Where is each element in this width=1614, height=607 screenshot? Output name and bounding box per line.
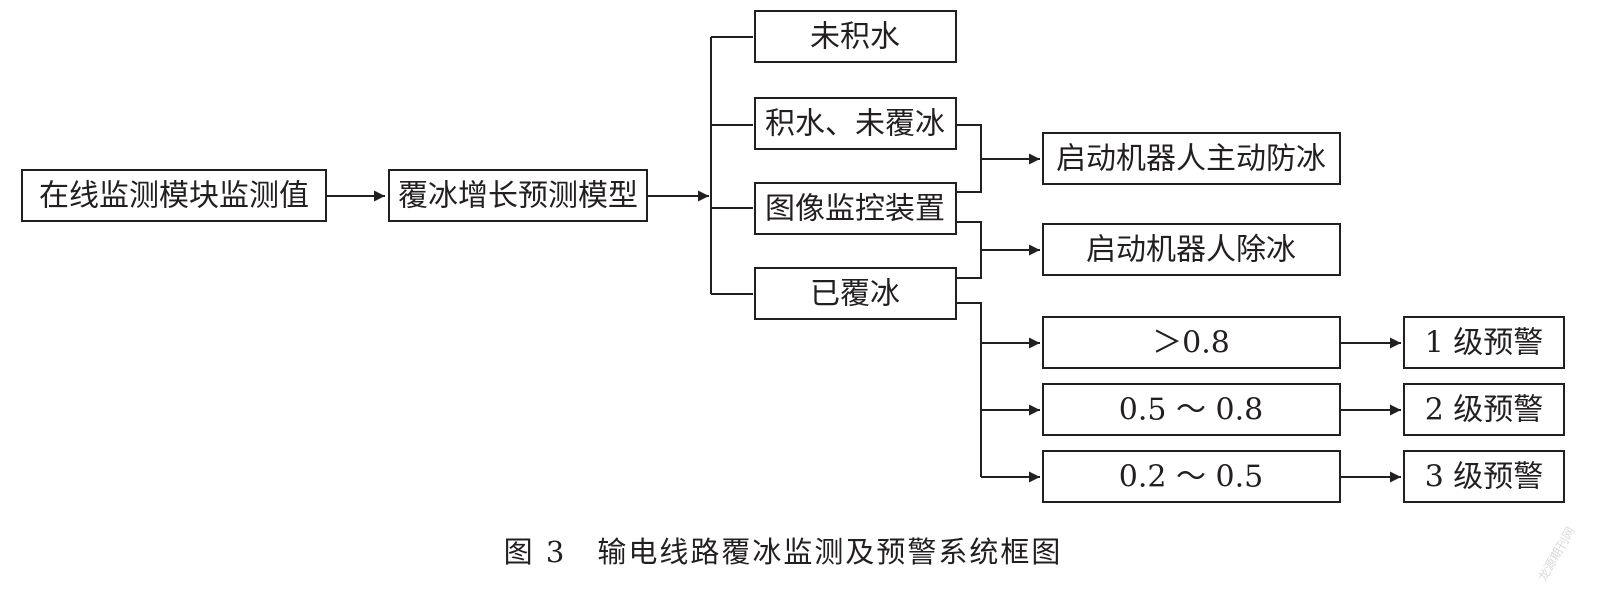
node-source-label: 在线监测模块监测值 <box>39 179 309 214</box>
node-image-monitor-label: 图像监控装置 <box>765 192 945 227</box>
node-model-label: 覆冰增长预测模型 <box>398 179 638 214</box>
node-range-mid-label: 0.5 ～ 0.8 <box>1119 393 1264 428</box>
node-water-no-ice: 积水、未覆冰 <box>754 97 957 150</box>
node-no-water: 未积水 <box>754 10 957 63</box>
node-model: 覆冰增长预测模型 <box>388 169 648 222</box>
node-robot-deice: 启动机器人除冰 <box>1042 223 1341 276</box>
node-range-high: ＞0.8 <box>1042 316 1341 369</box>
node-image-monitor: 图像监控装置 <box>754 182 957 235</box>
node-iced-label: 已覆冰 <box>810 277 900 312</box>
connectors <box>326 36 1401 483</box>
node-warn-2-label: 2 级预警 <box>1425 393 1544 428</box>
node-range-high-label: ＞0.8 <box>1152 326 1230 361</box>
node-no-water-label: 未积水 <box>810 20 900 55</box>
iced-to-thresholds-trunk <box>956 302 982 477</box>
node-robot-active: 启动机器人主动防冰 <box>1042 132 1341 185</box>
node-iced: 已覆冰 <box>754 267 957 320</box>
node-warn-3: 3 级预警 <box>1403 450 1565 503</box>
node-range-low-label: 0.2 ～ 0.5 <box>1119 460 1264 495</box>
bracket-robot-deice <box>956 221 982 279</box>
node-warn-2: 2 级预警 <box>1403 383 1565 436</box>
node-range-mid: 0.5 ～ 0.8 <box>1042 383 1341 436</box>
node-warn-3-label: 3 级预警 <box>1425 460 1544 495</box>
node-robot-deice-label: 启动机器人除冰 <box>1086 233 1296 268</box>
bracket-robot-active <box>956 124 982 193</box>
node-water-no-ice-label: 积水、未覆冰 <box>765 107 945 142</box>
figure-caption: 图 3 输电线路覆冰监测及预警系统框图 <box>504 535 1063 569</box>
node-range-low: 0.2 ～ 0.5 <box>1042 450 1341 503</box>
node-robot-active-label: 启动机器人主动防冰 <box>1056 142 1326 177</box>
node-source: 在线监测模块监测值 <box>21 169 327 222</box>
node-warn-1-label: 1 级预警 <box>1425 326 1544 361</box>
node-warn-1: 1 级预警 <box>1403 316 1565 369</box>
watermark-logo: 龙源期刊网 <box>1535 525 1577 584</box>
